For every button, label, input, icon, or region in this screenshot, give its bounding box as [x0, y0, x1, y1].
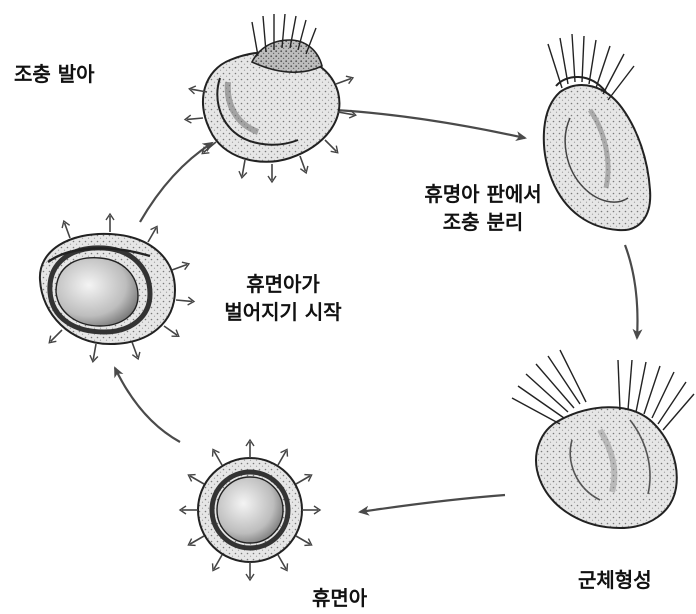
label-zooid-separation-line1: 휴명아 판에서 — [398, 180, 568, 208]
arrow-statoblast-to-opening — [115, 368, 180, 442]
arrow-colony-to-statoblast — [360, 495, 505, 512]
arrow-sprout-to-separation — [335, 110, 525, 138]
arrow-opening-to-sprout — [140, 143, 212, 222]
opening-statoblast-illustration — [40, 214, 194, 362]
statoblast-illustration — [180, 440, 320, 580]
label-statoblast: 휴면아 — [312, 584, 367, 612]
label-statoblast-opening-line1: 휴면아가 — [198, 270, 368, 298]
label-zooid-sprouting: 조충 발아 — [14, 60, 95, 88]
label-statoblast-opening-line2: 벌어지기 시작 — [198, 298, 368, 326]
sprouting-zooid-illustration — [185, 14, 357, 182]
label-colony-formation: 군체형성 — [578, 566, 652, 594]
arrow-separation-to-colony — [625, 245, 638, 338]
label-zooid-separation: 휴명아 판에서 조충 분리 — [398, 180, 568, 236]
label-statoblast-opening: 휴면아가 벌어지기 시작 — [198, 270, 368, 326]
label-zooid-separation-line2: 조충 분리 — [398, 208, 568, 236]
colony-formation-illustration — [512, 350, 694, 528]
